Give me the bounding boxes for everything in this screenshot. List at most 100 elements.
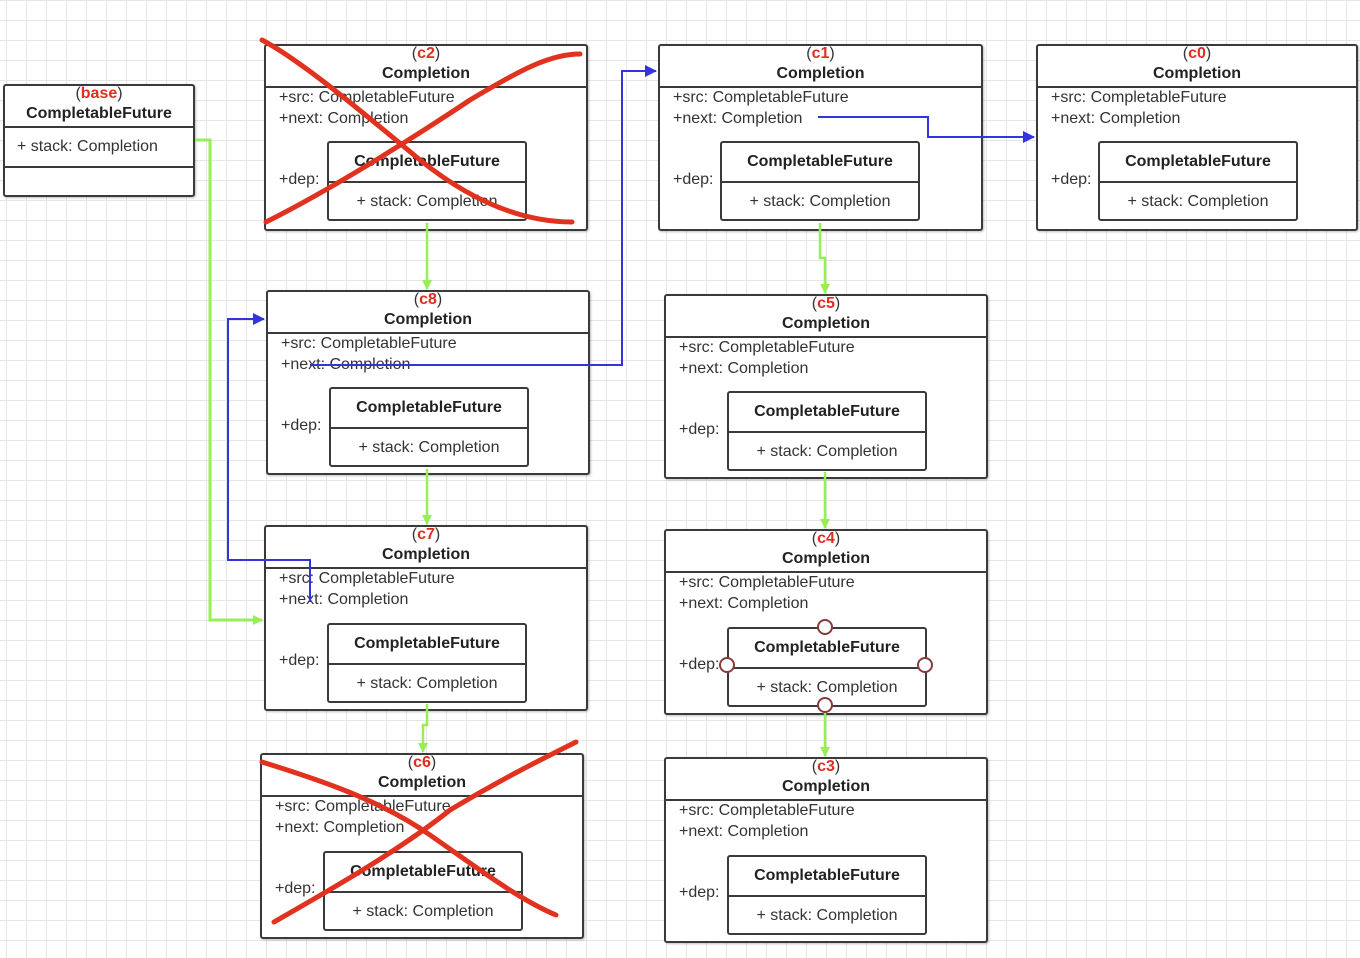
- stack-link-c7-c6[interactable]: [418, 704, 429, 753]
- next-field: +next: Completion: [679, 360, 809, 377]
- dep-label: +dep:: [1051, 171, 1092, 188]
- dep-future-box[interactable]: CompletableFuture + stack: Completion: [720, 141, 920, 221]
- next-field: +next: Completion: [673, 110, 803, 127]
- node-tag: c1: [811, 45, 830, 62]
- dep-label: +dep:: [673, 171, 714, 188]
- src-field: +src: CompletableFuture: [679, 574, 855, 591]
- dep-stack-field: + stack: Completion: [756, 443, 898, 460]
- base-stack-field: + stack: Completion: [5, 128, 193, 168]
- completion-node-c0[interactable]: (c0) Completion +src: CompletableFuture …: [1036, 44, 1358, 231]
- src-field: +src: CompletableFuture: [1051, 89, 1227, 106]
- dep-stack-field: + stack: Completion: [1127, 193, 1269, 210]
- completion-node-c7[interactable]: (c7) Completion +src: CompletableFuture …: [264, 525, 588, 711]
- node-tag: c4: [817, 530, 835, 547]
- dep-label: +dep:: [281, 417, 322, 434]
- dep-class-name: CompletableFuture: [722, 143, 918, 183]
- base-node-tag: base: [80, 85, 118, 102]
- dep-stack-field: + stack: Completion: [756, 679, 898, 696]
- base-node-header: (base) CompletableFuture: [5, 86, 193, 128]
- dep-label: +dep:: [275, 880, 316, 897]
- dep-future-box[interactable]: CompletableFuture + stack: Completion: [323, 851, 523, 931]
- next-field: +next: Completion: [679, 595, 809, 612]
- node-class-name: Completion: [1153, 65, 1241, 82]
- next-field: +next: Completion: [1051, 110, 1181, 127]
- node-header: (c5) Completion: [666, 296, 986, 338]
- base-future-node[interactable]: (base) CompletableFuture + stack: Comple…: [3, 84, 195, 197]
- stack-link-base-c7[interactable]: [195, 138, 263, 625]
- dep-class-name: CompletableFuture: [729, 393, 925, 433]
- dep-label: +dep:: [679, 884, 720, 901]
- next-link-c1-c0[interactable]: [818, 116, 1035, 143]
- next-field: +next: Completion: [275, 819, 405, 836]
- cross-out-mark-c2: [259, 37, 583, 225]
- dep-class-name: CompletableFuture: [331, 389, 527, 429]
- completion-node-c2[interactable]: (c2) Completion +src: CompletableFuture …: [264, 44, 588, 231]
- dep-label: +dep:: [679, 656, 720, 673]
- dep-future-box[interactable]: CompletableFuture + stack: Completion: [727, 391, 927, 471]
- node-header: (c4) Completion: [666, 531, 986, 573]
- node-header: (c0) Completion: [1038, 46, 1356, 88]
- node-header: (c6) Completion: [262, 755, 582, 797]
- dep-class-name: CompletableFuture: [329, 143, 525, 183]
- dep-future-box[interactable]: CompletableFuture + stack: Completion: [1098, 141, 1298, 221]
- resize-handle-top[interactable]: [817, 619, 833, 635]
- dep-class-name: CompletableFuture: [1100, 143, 1296, 183]
- next-field: +next: Completion: [679, 823, 809, 840]
- node-tag: c3: [817, 758, 835, 775]
- dep-future-box[interactable]: CompletableFuture + stack: Completion: [329, 387, 529, 467]
- stack-link-c1-c5[interactable]: [818, 223, 830, 294]
- resize-handle-right[interactable]: [917, 657, 933, 673]
- cross-out-mark-c6: [259, 739, 579, 925]
- node-class-name: Completion: [378, 774, 466, 791]
- selection-handles[interactable]: [719, 619, 933, 713]
- next-link-c8-c1[interactable]: [310, 65, 657, 366]
- node-tag: c8: [419, 291, 437, 308]
- node-header: (c7) Completion: [266, 527, 586, 569]
- src-field: +src: CompletableFuture: [673, 89, 849, 106]
- dep-class-name: CompletableFuture: [729, 857, 925, 897]
- next-field: +next: Completion: [279, 591, 409, 608]
- resize-handle-left[interactable]: [719, 657, 735, 673]
- dep-label: +dep:: [279, 652, 320, 669]
- dep-label: +dep:: [679, 421, 720, 438]
- dep-stack-field: + stack: Completion: [749, 193, 891, 210]
- node-tag: c2: [417, 45, 435, 62]
- dep-future-box[interactable]: CompletableFuture + stack: Completion: [727, 855, 927, 935]
- dep-class-name: CompletableFuture: [329, 625, 525, 665]
- dep-stack-field: + stack: Completion: [756, 907, 898, 924]
- src-field: +src: CompletableFuture: [279, 570, 455, 587]
- dep-label: +dep:: [279, 171, 320, 188]
- node-class-name: Completion: [382, 65, 470, 82]
- src-field: +src: CompletableFuture: [281, 335, 457, 352]
- dep-class-name: CompletableFuture: [325, 853, 521, 893]
- dep-stack-field: + stack: Completion: [352, 903, 494, 920]
- completion-node-c6[interactable]: (c6) Completion +src: CompletableFuture …: [260, 753, 584, 939]
- src-field: +src: CompletableFuture: [679, 802, 855, 819]
- node-class-name: Completion: [384, 311, 472, 328]
- dep-future-box[interactable]: CompletableFuture + stack: Completion: [327, 623, 527, 703]
- node-header: (c1) Completion: [660, 46, 981, 88]
- node-tag: c7: [417, 526, 435, 543]
- src-field: +src: CompletableFuture: [679, 339, 855, 356]
- node-class-name: Completion: [776, 65, 865, 82]
- resize-handle-bottom[interactable]: [817, 697, 833, 713]
- node-header: (c3) Completion: [666, 759, 986, 801]
- completion-node-c5[interactable]: (c5) Completion +src: CompletableFuture …: [664, 294, 988, 479]
- completion-node-c3[interactable]: (c3) Completion +src: CompletableFuture …: [664, 757, 988, 943]
- dep-stack-field: + stack: Completion: [356, 193, 498, 210]
- node-header: (c8) Completion: [268, 292, 588, 334]
- node-class-name: Completion: [382, 546, 470, 563]
- node-tag: c6: [413, 754, 431, 771]
- dep-stack-field: + stack: Completion: [356, 675, 498, 692]
- node-tag: c0: [1188, 45, 1206, 62]
- node-class-name: Completion: [782, 550, 870, 567]
- node-tag: c5: [817, 295, 835, 312]
- src-field: +src: CompletableFuture: [275, 798, 451, 815]
- dep-class-name: CompletableFuture: [729, 629, 925, 669]
- node-class-name: Completion: [782, 778, 870, 795]
- completion-node-c8[interactable]: (c8) Completion +src: CompletableFuture …: [266, 290, 590, 475]
- src-field: +src: CompletableFuture: [279, 89, 455, 106]
- next-link-c7-c8[interactable]: [227, 313, 311, 602]
- base-class-name: CompletableFuture: [26, 105, 172, 122]
